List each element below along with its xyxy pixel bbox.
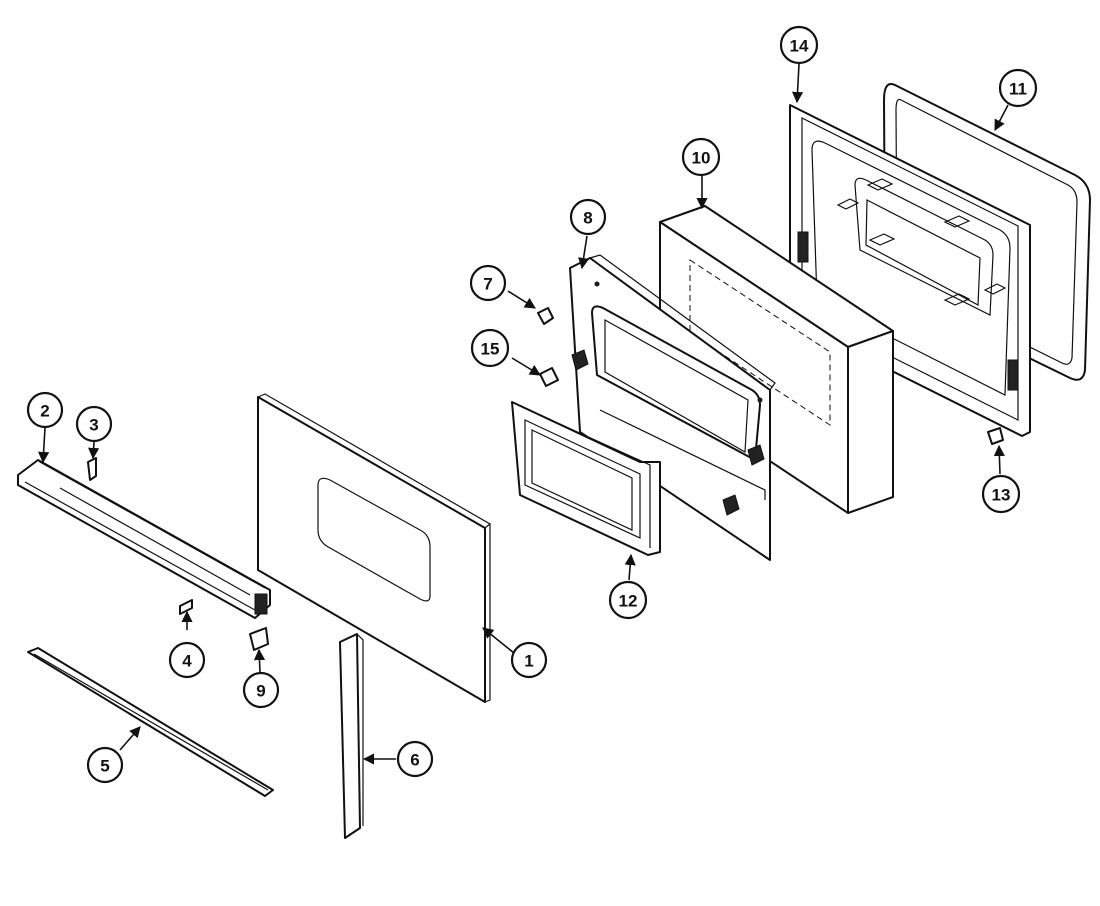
callout-8-label: 8 [583,209,592,228]
callout-1-label: 1 [524,652,533,671]
callout-6: 6 [396,740,434,778]
callout-10: 10 [681,137,721,177]
part-9-clip [249,627,269,651]
callout-4: 4 [168,641,206,679]
part-3-screw [87,457,97,481]
part-7-bumper [537,307,554,325]
callout-11-label: 11 [1009,80,1027,99]
part-8-door-liner [569,254,776,561]
callout-1: 1 [510,641,548,679]
callout-15: 15 [470,328,510,368]
callout-14: 14 [779,25,819,65]
leader-lines [38,63,1009,765]
callout-2: 2 [26,391,64,429]
callout-3: 3 [75,405,113,443]
callout-9-label: 9 [256,682,265,701]
callout-6-label: 6 [410,751,419,770]
callout-5-label: 5 [100,757,109,776]
callout-7-label: 7 [483,275,492,294]
part-12-window-pack [511,401,661,556]
callout-4-label: 4 [182,652,192,671]
part-1-outer-door-panel [257,393,492,703]
callout-8: 8 [569,198,607,236]
callout-3-label: 3 [89,416,98,435]
callout-9: 9 [242,671,280,709]
part-15-spacer [539,367,559,387]
part-4-screw [179,599,193,615]
callout-12: 12 [608,580,648,620]
callout-5: 5 [86,746,124,784]
callout-10-label: 10 [692,149,711,168]
callout-15-label: 15 [481,340,500,359]
callout-14-label: 14 [790,37,809,56]
callout-2-label: 2 [40,402,49,421]
part-2-door-handle [17,459,271,619]
callout-7: 7 [469,264,507,302]
callout-11: 11 [998,68,1038,108]
callout-13-label: 13 [992,486,1011,505]
part-5-lower-trim [27,647,274,797]
callout-12-label: 12 [619,592,638,611]
callout-13: 13 [981,474,1021,514]
inner-panel-clips [836,178,1007,306]
part-6-side-trim [339,633,364,839]
part-13-bumper [987,427,1004,445]
